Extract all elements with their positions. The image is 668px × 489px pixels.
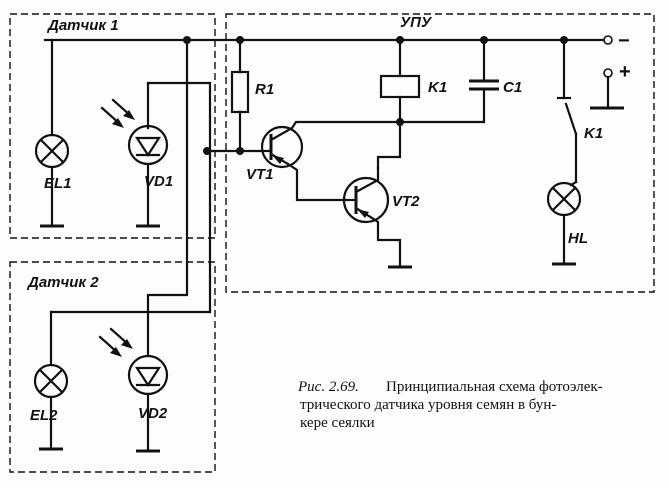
sensor1-block [9,13,216,239]
photodiode-vd1: VD1 [100,81,212,228]
sensor1-label: Датчик 1 [46,17,119,34]
amplifier-label: УПУ [400,14,433,31]
r1-label: R1 [255,81,274,98]
indicator-lamp-hl: HL [546,180,588,266]
caption-line2: трического датчика уровня семян в бун- [300,397,556,413]
caption-prefix: Рис. 2.69. [297,379,359,395]
sensor2-label: Датчик 2 [26,274,99,291]
c1-label: C1 [503,79,522,96]
minus-terminal [603,35,613,45]
vd1-label: VD1 [144,173,173,190]
sensor2-block [9,261,216,473]
resistor-r1: R1 [230,38,274,155]
caption-line1: Принципиальная схема фотоэлек- [386,379,603,395]
amplifier-block [225,13,655,293]
lamp-el2: EL2 [30,310,212,451]
lamp-el1: EL1 [34,38,72,228]
relay-k1: K1 [379,38,447,126]
el1-label: EL1 [44,175,72,192]
k1-contact-label: K1 [584,125,603,142]
hl-label: HL [568,230,588,247]
k1-label: K1 [428,79,447,96]
vt2-label: VT2 [392,193,420,210]
el2-label: EL2 [30,407,58,424]
minus-sign: − [618,30,630,52]
capacitor-c1: C1 [398,38,522,124]
vt1-label: VT1 [246,166,274,183]
figure-caption: Рис. 2.69. Принципиальная схема фотоэлек… [297,379,603,431]
power-terminals: − + [590,30,631,110]
wire-supply-to-vd2 [146,38,189,357]
vd2-label: VD2 [138,405,168,422]
photodiode-vd2: VD2 [98,327,169,453]
transistor-vt1: VT1 [246,120,402,202]
plus-terminal [603,68,613,78]
supply-bus [43,36,606,44]
signal-line [203,147,264,314]
caption-line3: кере сеялки [300,415,375,431]
relay-contact-k1: K1 [556,38,603,184]
transistor-vt2: VT2 [342,120,420,269]
plus-sign: + [619,61,631,83]
